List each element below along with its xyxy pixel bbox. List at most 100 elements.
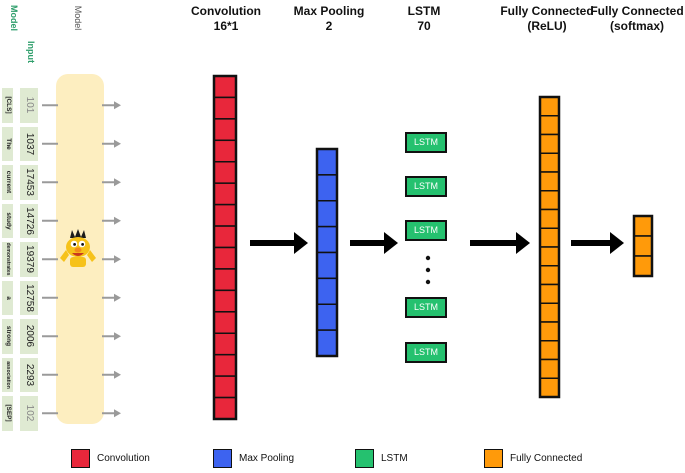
legend-label: Max Pooling bbox=[239, 453, 295, 464]
fc-relu-layer-cell bbox=[539, 133, 560, 154]
arrow-conv-to-pool bbox=[250, 232, 308, 254]
legend-swatch bbox=[484, 449, 503, 468]
fc-relu-layer-cell bbox=[539, 340, 560, 361]
max-pooling-layer-cell bbox=[316, 225, 338, 254]
token-arrow bbox=[42, 293, 121, 302]
convolution-layer-cell bbox=[213, 161, 237, 184]
header-fc-softmax-title: Fully Connected bbox=[590, 4, 684, 18]
convolution-layer-cell bbox=[213, 332, 237, 356]
ellipsis-dot bbox=[425, 267, 431, 273]
header-lstm: LSTM 70 bbox=[394, 4, 454, 34]
convolution-layer-cell bbox=[213, 396, 237, 420]
header-lstm-sub: 70 bbox=[417, 19, 431, 33]
token-arrows bbox=[42, 101, 121, 418]
token-word bbox=[2, 126, 13, 161]
convolution-layer-cell bbox=[213, 182, 237, 206]
header-lstm-title: LSTM bbox=[407, 4, 441, 18]
convolution-layer-cell bbox=[213, 225, 237, 249]
convolution-layer-cell bbox=[213, 118, 237, 142]
header-fc-softmax-sub: (softmax) bbox=[609, 19, 664, 33]
convolution-layer-cell bbox=[213, 75, 237, 99]
fc-softmax-layer-cell bbox=[633, 255, 653, 277]
fc-relu-layer-cell bbox=[539, 115, 560, 136]
fc-relu-layer-cell bbox=[539, 152, 560, 173]
fc-relu-layer-cell bbox=[539, 302, 560, 323]
token-id bbox=[20, 203, 38, 238]
max-pooling-layer-cell bbox=[316, 200, 338, 228]
network-layers bbox=[212, 74, 654, 421]
fc-relu-layer-cell bbox=[539, 96, 560, 117]
legend-label: Fully Connected bbox=[510, 453, 583, 464]
convolution-layer-cell bbox=[213, 311, 237, 334]
token-word bbox=[2, 396, 13, 431]
token-id bbox=[20, 165, 38, 200]
token-word bbox=[2, 88, 13, 123]
token-id bbox=[20, 319, 38, 354]
token-word bbox=[2, 319, 13, 354]
convolution-layer-cell bbox=[213, 375, 237, 399]
header-convolution-sub: 16*1 bbox=[213, 19, 239, 33]
token-word bbox=[2, 357, 13, 392]
header-fc-relu-title: Fully Connected bbox=[500, 4, 594, 18]
token-word bbox=[2, 280, 13, 315]
max-pooling-layer-cell bbox=[316, 148, 338, 176]
token-id bbox=[20, 88, 38, 123]
token-word bbox=[2, 242, 13, 277]
fc-softmax-layer-cell bbox=[633, 215, 653, 237]
max-pooling-layer bbox=[315, 147, 339, 358]
fc-relu-layer bbox=[538, 95, 561, 399]
token-id bbox=[20, 126, 38, 161]
max-pooling-layer-cell bbox=[316, 303, 338, 331]
header-convolution: Convolution 16*1 bbox=[186, 4, 266, 34]
fc-relu-layer-cell bbox=[539, 377, 560, 398]
lstm-cell: LSTM bbox=[405, 342, 447, 363]
token-word bbox=[2, 203, 13, 238]
fc-relu-layer-cell bbox=[539, 227, 560, 248]
fc-relu-layer-cell bbox=[539, 246, 560, 267]
token-arrow bbox=[42, 101, 121, 110]
lstm-cell: LSTM bbox=[405, 220, 447, 241]
convolution-layer bbox=[212, 74, 238, 421]
ellipsis-dot bbox=[425, 255, 431, 261]
token-id bbox=[20, 280, 38, 315]
token-arrow bbox=[42, 216, 121, 225]
fc-relu-layer-cell bbox=[539, 283, 560, 304]
lstm-cell: LSTM bbox=[405, 132, 447, 153]
convolution-layer-cell bbox=[213, 203, 237, 227]
convolution-layer-cell bbox=[213, 96, 237, 120]
fc-relu-layer-cell bbox=[539, 208, 560, 229]
ellipsis-dot bbox=[425, 279, 431, 285]
max-pooling-layer-cell bbox=[316, 174, 338, 202]
fc-relu-layer-cell bbox=[539, 190, 560, 211]
header-max-pooling: Max Pooling 2 bbox=[284, 4, 374, 34]
token-word bbox=[2, 165, 13, 200]
fc-softmax-layer bbox=[632, 214, 654, 278]
header-max-pooling-title: Max Pooling bbox=[293, 4, 365, 18]
fc-softmax-layer-cell bbox=[633, 235, 653, 257]
token-arrow bbox=[42, 409, 121, 418]
token-arrow bbox=[42, 178, 121, 187]
legend-swatch bbox=[213, 449, 232, 468]
token-arrow bbox=[42, 255, 121, 264]
legend-swatch bbox=[355, 449, 374, 468]
arrow-pool-to-lstm bbox=[350, 232, 398, 254]
fc-relu-layer-cell bbox=[539, 321, 560, 342]
token-arrow bbox=[42, 139, 121, 148]
token-arrow bbox=[42, 370, 121, 379]
bert-character-icon bbox=[60, 229, 96, 267]
convolution-layer-cell bbox=[213, 289, 237, 313]
fc-relu-layer-cell bbox=[539, 171, 560, 192]
token-id bbox=[20, 357, 38, 392]
header-fully-connected-relu: Fully Connected (ReLU) bbox=[495, 4, 599, 34]
token-arrow bbox=[42, 332, 121, 341]
arrow-fc-to-softmax bbox=[571, 232, 624, 254]
token-id bbox=[20, 242, 38, 277]
lstm-cell: LSTM bbox=[405, 297, 447, 318]
legend-label: LSTM bbox=[381, 453, 408, 464]
header-max-pooling-sub: 2 bbox=[325, 19, 333, 33]
token-id bbox=[20, 396, 38, 431]
header-convolution-title: Convolution bbox=[191, 4, 261, 18]
fc-relu-layer-cell bbox=[539, 358, 560, 379]
max-pooling-layer-cell bbox=[316, 277, 338, 305]
convolution-layer-cell bbox=[213, 246, 237, 270]
